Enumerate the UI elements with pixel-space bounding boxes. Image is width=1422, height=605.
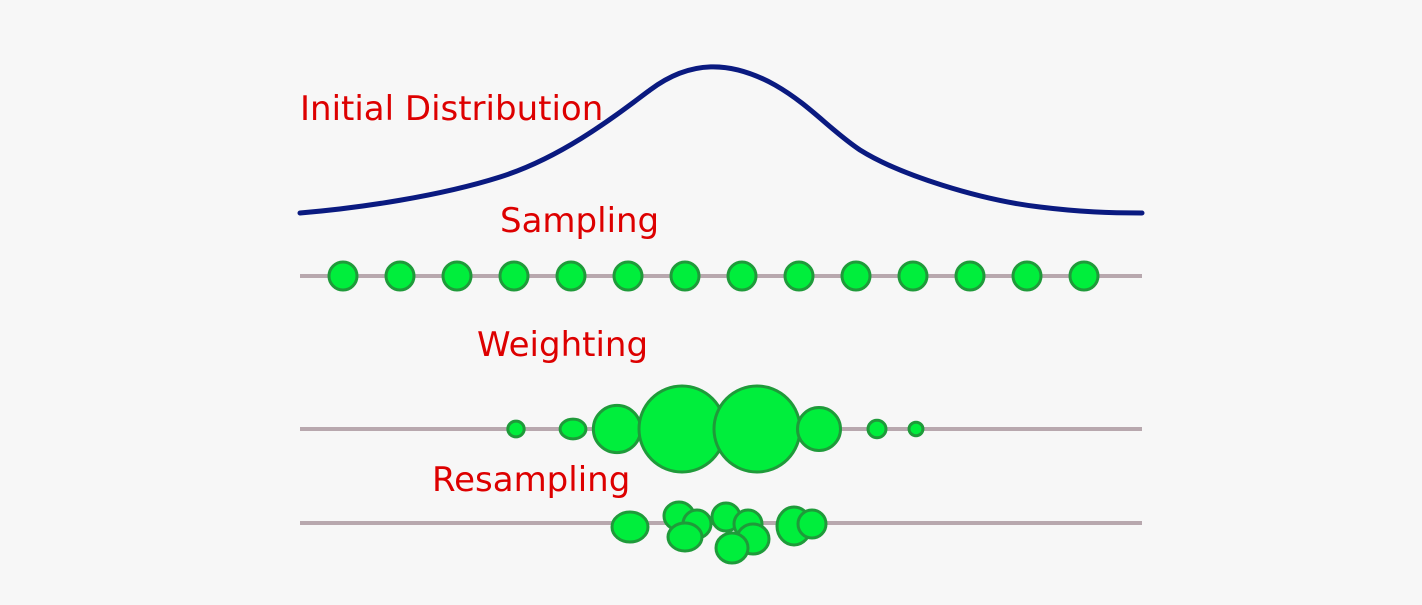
sampling-particle xyxy=(783,260,815,292)
initial-distribution-curve xyxy=(297,64,1145,216)
sampling-particle xyxy=(327,260,359,292)
weighted-particle xyxy=(591,403,643,455)
sampling-particle xyxy=(897,260,929,292)
initial-distribution-label: Initial Distribution xyxy=(300,89,603,129)
weighted-particle xyxy=(712,384,802,474)
resampled-particle xyxy=(610,510,650,544)
sampling-particle xyxy=(612,260,644,292)
sampling-particle xyxy=(669,260,701,292)
weighted-particle xyxy=(796,406,842,452)
sampling-particle xyxy=(384,260,416,292)
sampling-particle xyxy=(1011,260,1043,292)
sampling-particles xyxy=(327,260,1100,292)
sampling-particle xyxy=(726,260,758,292)
weighting-label: Weighting xyxy=(477,325,648,365)
sampling-particle xyxy=(840,260,872,292)
resampled-particle xyxy=(666,521,704,553)
weighted-particle xyxy=(866,418,888,440)
resampling-label: Resampling xyxy=(432,460,630,500)
sampling-particle xyxy=(498,260,530,292)
weighted-particle xyxy=(907,420,925,438)
sampling-particle xyxy=(954,260,986,292)
resampling-particles xyxy=(610,500,828,565)
sampling-particle xyxy=(555,260,587,292)
sampling-particle xyxy=(441,260,473,292)
weighting-particles xyxy=(506,384,925,474)
resampled-particle xyxy=(714,531,750,565)
weighted-particle xyxy=(506,419,526,439)
weighted-particle xyxy=(637,384,727,474)
sampling-particle xyxy=(1068,260,1100,292)
sampling-label: Sampling xyxy=(500,201,659,241)
weighted-particle xyxy=(558,417,588,441)
resampled-particle xyxy=(796,508,828,540)
